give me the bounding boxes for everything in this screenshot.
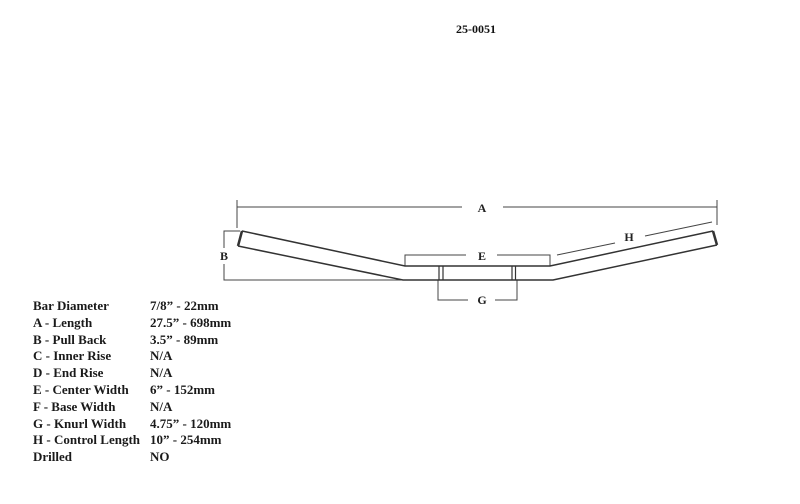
spec-value: 10” - 254mm	[150, 432, 222, 448]
dimension-b-bracket	[223, 230, 403, 281]
spec-label: H - Control Length	[33, 432, 141, 448]
handlebar-outline	[236, 230, 719, 281]
spec-row: E - Center Width 6” - 152mm	[33, 382, 231, 399]
spec-value: N/A	[150, 348, 173, 364]
spec-label: F - Base Width	[33, 398, 116, 414]
label-g: G	[477, 293, 486, 307]
spec-row: A - Length 27.5” - 698mm	[33, 315, 231, 332]
dimension-e-left	[404, 254, 466, 266]
spec-row: B - Pull Back 3.5” - 89mm	[33, 332, 231, 349]
spec-row: D - End Rise N/A	[33, 365, 231, 382]
spec-value: 7/8” - 22mm	[150, 298, 219, 313]
spec-label: A - Length	[33, 314, 93, 330]
dimension-g-left	[437, 280, 468, 301]
dimension-e-right	[497, 254, 551, 266]
label-a: A	[478, 201, 487, 215]
spec-row: G - Knurl Width 4.75” - 120mm	[33, 416, 231, 433]
dimension-g-right	[495, 280, 518, 301]
spec-value: 27.5” - 698mm	[150, 314, 232, 330]
spec-label: C - Inner Rise	[33, 348, 112, 364]
spec-value: NO	[150, 449, 170, 465]
spec-label: E - Center Width	[33, 381, 129, 397]
spec-table: Bar Diameter 7/8” - 22mm A - Length 27.5” …	[33, 298, 231, 466]
spec-value: N/A	[150, 365, 173, 381]
spec-label: Bar Diameter	[33, 298, 109, 313]
dimension-h-line-lower	[556, 242, 616, 256]
spec-value: 6” - 152mm	[150, 381, 215, 397]
spec-label: B - Pull Back	[33, 331, 107, 347]
dimension-h-line-upper	[644, 221, 713, 237]
spec-row: C - Inner Rise N/A	[33, 348, 231, 365]
spec-value: 4.75” - 120mm	[150, 415, 232, 431]
spec-value: 3.5” - 89mm	[150, 331, 219, 347]
spec-label: Drilled	[33, 449, 72, 465]
spec-row: Drilled NO	[33, 449, 231, 466]
knurl-marks	[438, 266, 517, 280]
label-e: E	[478, 249, 486, 263]
label-b: B	[220, 249, 228, 263]
spec-label: G - Knurl Width	[33, 415, 127, 431]
spec-row: F - Base Width N/A	[33, 399, 231, 416]
spec-label: D - End Rise	[33, 365, 104, 381]
spec-value: N/A	[150, 398, 173, 414]
label-h: H	[624, 230, 634, 244]
spec-row: H - Control Length 10” - 254mm	[33, 432, 231, 449]
part-number: 25-0051	[456, 22, 496, 36]
spec-row: Bar Diameter 7/8” - 22mm	[33, 298, 231, 315]
